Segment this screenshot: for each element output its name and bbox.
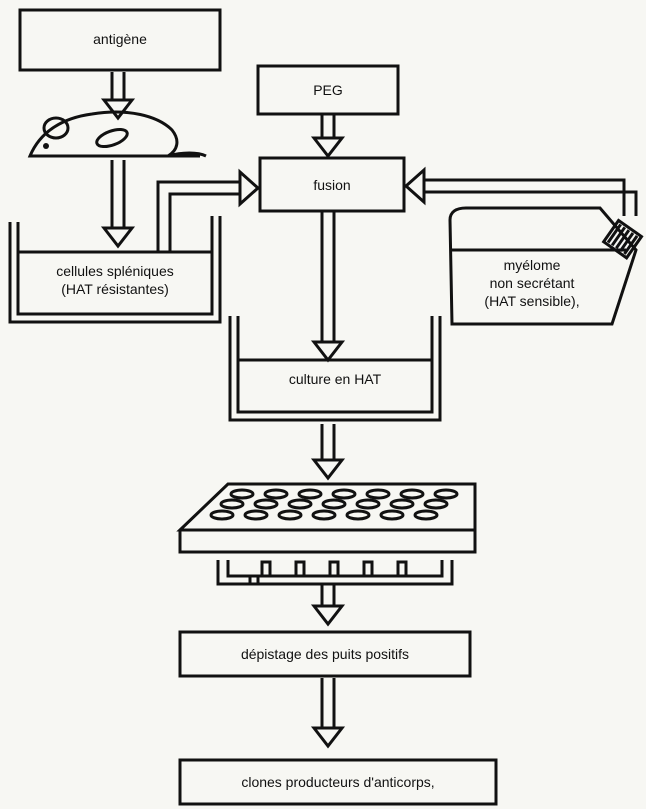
arrow-antigen-to-mouse: [100, 72, 136, 121]
arrow-myeloma-to-fusion: [403, 166, 638, 216]
arrow-screening-to-clones: [310, 678, 346, 749]
antigen-label: antigène: [93, 31, 147, 47]
fusion-box: [258, 156, 406, 213]
spleen-label-line2: (HAT résistantes): [61, 281, 169, 297]
fusion-label: fusion: [313, 177, 351, 193]
antigen-box: [18, 8, 222, 72]
microplate: [176, 482, 477, 554]
screening-box: [178, 630, 472, 678]
multichannel-comb: [216, 560, 454, 627]
arrow-fusion-to-culture: [310, 212, 346, 363]
clones-label: clones producteurs d'anticorps,: [241, 774, 435, 790]
culture-label: culture en HAT: [288, 371, 382, 387]
myeloma-label-line1: myélome: [503, 257, 561, 273]
peg-label: PEG: [313, 82, 343, 98]
spleen-label-line1: cellules spléniques: [56, 263, 174, 279]
arrow-culture-to-plate: [310, 424, 346, 481]
myeloma-bottle: [448, 206, 644, 326]
spleen-dish: [8, 216, 222, 324]
screening-label: dépistage des puits positifs: [240, 646, 410, 662]
peg-box: [256, 64, 400, 116]
clones-box: [178, 758, 498, 806]
arrow-mouse-to-spleen: [100, 160, 136, 249]
culture-dish: [228, 316, 442, 422]
mouse-icon: [27, 110, 207, 158]
myeloma-label-line2: non secrétant: [489, 275, 575, 291]
arrow-spleen-to-fusion: [156, 168, 261, 252]
arrow-peg-to-fusion: [310, 114, 346, 159]
myeloma-label-line3: (HAT sensible),: [484, 293, 580, 309]
